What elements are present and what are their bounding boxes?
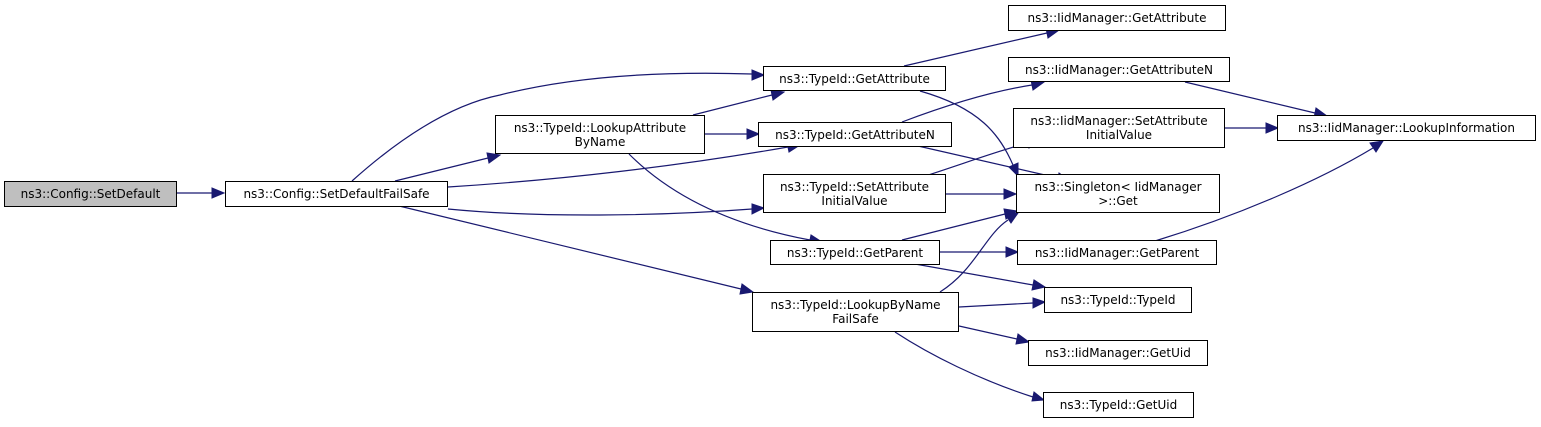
arrowhead bbox=[1015, 333, 1031, 345]
node-typeid-get-uid[interactable]: ns3::TypeId::GetUid bbox=[1043, 392, 1194, 418]
edge-typeid-get-attribute-to-singleton-get bbox=[919, 90, 1014, 166]
edge-iid-get-attribute-n-to-iid-lookup-information bbox=[1184, 81, 1316, 114]
edge-set-default-fail-safe-to-typeid-get-attribute-n bbox=[447, 146, 789, 188]
edge-set-default-fail-safe-to-lookup-by-name-fail-safe bbox=[394, 204, 742, 290]
node-lookup-attribute-by-name[interactable]: ns3::TypeId::LookupAttribute ByName bbox=[495, 115, 705, 154]
node-typeid-get-parent[interactable]: ns3::TypeId::GetParent bbox=[770, 240, 940, 265]
arrowhead bbox=[1265, 122, 1280, 134]
node-typeid-typeid[interactable]: ns3::TypeId::TypeId bbox=[1044, 287, 1192, 313]
arrowhead bbox=[1004, 212, 1020, 224]
node-typeid-get-attribute-n[interactable]: ns3::TypeId::GetAttributeN bbox=[758, 122, 952, 147]
edge-typeid-get-parent-to-typeid-typeid bbox=[914, 263, 1034, 286]
arrowhead bbox=[1369, 140, 1385, 153]
node-iid-lookup-information[interactable]: ns3::IidManager::LookupInformation bbox=[1277, 115, 1536, 141]
node-iid-get-uid[interactable]: ns3::IidManager::GetUid bbox=[1028, 340, 1208, 366]
node-typeid-set-attribute-initial-value[interactable]: ns3::TypeId::SetAttribute InitialValue bbox=[763, 174, 946, 213]
arrowhead bbox=[770, 89, 786, 101]
arrowhead bbox=[746, 128, 761, 140]
edge-typeid-set-attribute-initial-value-to-iid-set-attribute-initial-value bbox=[918, 142, 1029, 179]
edge-set-default-fail-safe-to-typeid-set-attribute-initial-value bbox=[447, 208, 753, 216]
edge-lookup-attribute-by-name-to-typeid-get-attribute bbox=[692, 94, 773, 116]
arrowhead bbox=[751, 69, 766, 81]
node-iid-get-attribute[interactable]: ns3::IidManager::GetAttribute bbox=[1008, 5, 1226, 31]
arrowhead bbox=[486, 152, 502, 164]
edge-iid-get-parent-to-iid-lookup-information bbox=[1154, 147, 1374, 242]
edge-typeid-get-attribute-n-to-iid-get-attribute-n bbox=[901, 84, 1033, 123]
edge-lookup-by-name-fail-safe-to-singleton-get bbox=[939, 219, 1009, 293]
edge-lookup-by-name-fail-safe-to-typeid-typeid bbox=[958, 302, 1034, 308]
edge-typeid-get-attribute-n-to-singleton-get bbox=[917, 145, 1059, 179]
arrowhead bbox=[1032, 297, 1047, 309]
edge-set-default-fail-safe-to-typeid-get-attribute bbox=[351, 72, 753, 182]
arrowhead bbox=[1031, 391, 1046, 402]
arrowhead bbox=[1005, 246, 1020, 258]
node-singleton-get[interactable]: ns3::Singleton< IidManager >::Get bbox=[1016, 174, 1220, 213]
arrowhead bbox=[1003, 188, 1018, 200]
arrowhead bbox=[1031, 279, 1047, 291]
edge-typeid-get-attribute-to-iid-get-attribute bbox=[903, 32, 1048, 67]
arrowhead bbox=[1008, 162, 1019, 178]
edge-set-default-fail-safe-to-lookup-attribute-by-name bbox=[394, 157, 489, 182]
node-set-default-fail-safe[interactable]: ns3::Config::SetDefaultFailSafe bbox=[225, 181, 448, 207]
edge-lookup-attribute-by-name-to-typeid-get-parent bbox=[628, 153, 811, 241]
edge-lookup-by-name-fail-safe-to-typeid-get-uid bbox=[894, 331, 1034, 398]
node-typeid-lookup-by-name-fail-safe[interactable]: ns3::TypeId::LookupByName FailSafe bbox=[752, 292, 959, 332]
node-iid-get-parent[interactable]: ns3::IidManager::GetParent bbox=[1017, 240, 1217, 265]
node-iid-get-attribute-n[interactable]: ns3::IidManager::GetAttributeN bbox=[1008, 57, 1230, 82]
node-iid-set-attribute-initial-value[interactable]: ns3::IidManager::SetAttribute InitialVal… bbox=[1013, 108, 1225, 148]
arrowhead bbox=[751, 203, 766, 215]
arrowhead bbox=[739, 283, 755, 295]
arrowhead bbox=[211, 187, 226, 199]
node-set-default: ns3::Config::SetDefault bbox=[4, 181, 177, 207]
edge-lookup-by-name-fail-safe-to-iid-get-uid bbox=[958, 325, 1018, 340]
edge-typeid-get-parent-to-singleton-get bbox=[901, 213, 1006, 241]
node-typeid-get-attribute[interactable]: ns3::TypeId::GetAttribute bbox=[763, 66, 946, 91]
